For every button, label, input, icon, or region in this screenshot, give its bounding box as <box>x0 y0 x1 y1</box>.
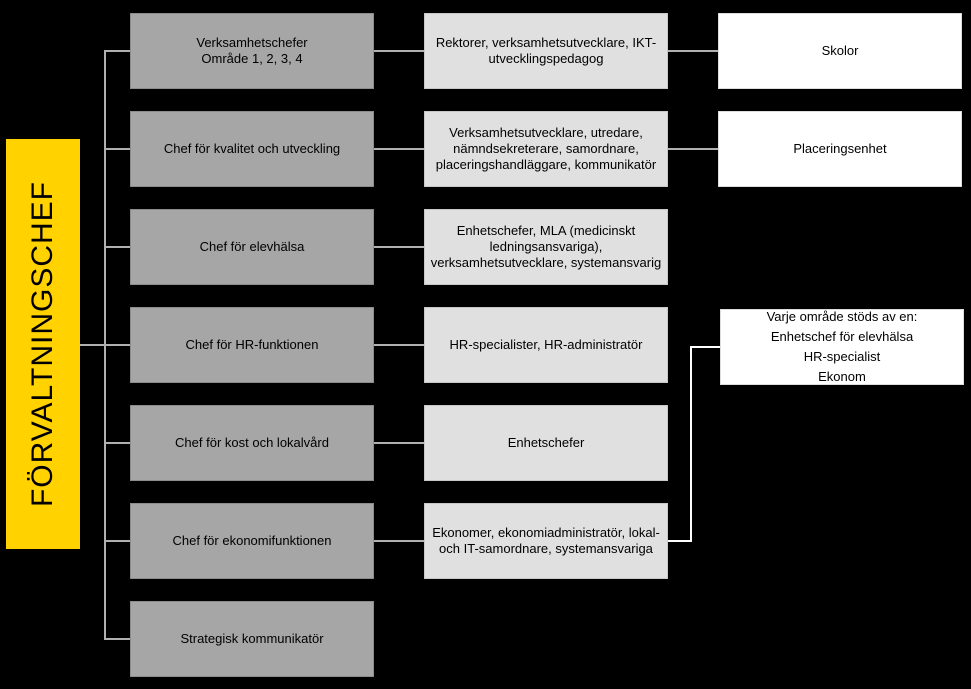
branch-line-4 <box>104 344 130 346</box>
staff-box-1: Rektorer, verksamhetsutvecklare, IKT- ut… <box>424 13 668 89</box>
support-box: Varje område stöds av en: Enhetschef för… <box>720 309 964 385</box>
chef-staff-line-5 <box>374 442 424 444</box>
staff-box-6: Ekonomer, ekonomiadministratör, lokal- o… <box>424 503 668 579</box>
staff-unit-line-1 <box>668 50 718 52</box>
chef-box-strategisk-kommunikator: Strategisk kommunikatör <box>130 601 374 677</box>
root-connector <box>80 344 105 346</box>
unit-box-placeringsenhet: Placeringsenhet <box>718 111 962 187</box>
staff-box-5: Enhetschefer <box>424 405 668 481</box>
support-connector-h2 <box>690 346 720 348</box>
support-item-ekonom: Ekonom <box>818 369 866 384</box>
unit-box-skolor: Skolor <box>718 13 962 89</box>
chef-staff-line-1 <box>374 50 424 52</box>
chef-staff-line-6 <box>374 540 424 542</box>
support-connector-h1 <box>668 540 692 542</box>
chef-box-elevhalsa: Chef för elevhälsa <box>130 209 374 285</box>
branch-line-2 <box>104 148 130 150</box>
chef-staff-line-2 <box>374 148 424 150</box>
chef-box-kvalitet-utveckling: Chef för kvalitet och utveckling <box>130 111 374 187</box>
branch-line-6 <box>104 540 130 542</box>
staff-box-3: Enhetschefer, MLA (medicinskt ledningsan… <box>424 209 668 285</box>
branch-line-1 <box>104 50 130 52</box>
branch-line-5 <box>104 442 130 444</box>
root-box-forvaltningschef: FÖRVALTNINGSCHEF <box>6 139 80 549</box>
chef-staff-line-3 <box>374 246 424 248</box>
chef-box-hr-funktionen: Chef för HR-funktionen <box>130 307 374 383</box>
staff-box-2: Verksamhetsutvecklare, utredare, nämndse… <box>424 111 668 187</box>
chef-box-ekonomifunktionen: Chef för ekonomifunktionen <box>130 503 374 579</box>
support-connector-v <box>690 346 692 542</box>
support-title: Varje område stöds av en: <box>766 309 918 324</box>
chef-staff-line-4 <box>374 344 424 346</box>
support-item-hr-specialist: HR-specialist <box>803 349 881 364</box>
chef-box-verksamhetschefer: Verksamhetschefer Område 1, 2, 3, 4 <box>130 13 374 89</box>
staff-unit-line-2 <box>668 148 718 150</box>
branch-line-7 <box>104 638 130 640</box>
chef-box-kost-lokalvard: Chef för kost och lokalvård <box>130 405 374 481</box>
staff-box-4: HR-specialister, HR-administratör <box>424 307 668 383</box>
support-item-elevhalsa: Enhetschef för elevhälsa <box>770 329 914 344</box>
branch-line-3 <box>104 246 130 248</box>
root-label: FÖRVALTNINGSCHEF <box>26 180 60 508</box>
